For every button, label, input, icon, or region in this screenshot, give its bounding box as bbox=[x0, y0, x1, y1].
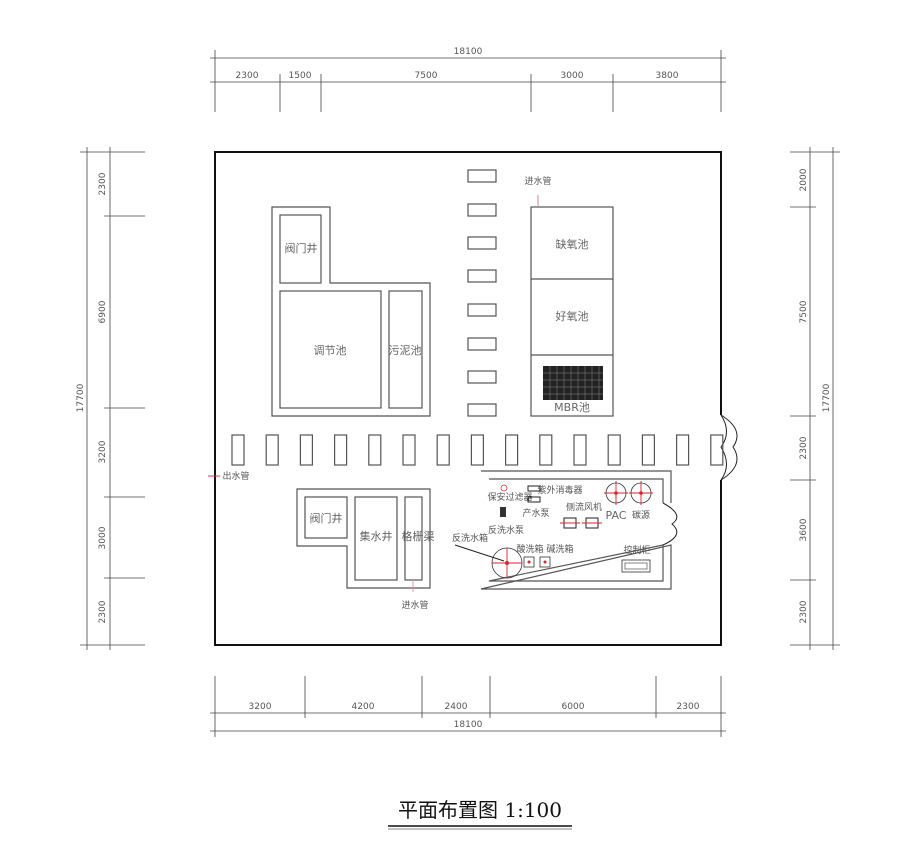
acid-tank-label: 酸洗箱 bbox=[516, 543, 543, 555]
top-dim: 2300 bbox=[236, 71, 259, 81]
small-rect bbox=[402, 434, 416, 466]
left-dim: 2300 bbox=[98, 600, 108, 623]
small-rect bbox=[573, 434, 587, 466]
right-total-dim: 17700 bbox=[822, 383, 832, 412]
small-rect bbox=[607, 434, 621, 466]
valve-well-1-label: 阀门井 bbox=[285, 241, 318, 255]
small-rect bbox=[641, 434, 656, 466]
small-rect bbox=[675, 434, 690, 466]
bottom-dim: 3200 bbox=[249, 702, 272, 712]
backwash-tank bbox=[454, 544, 523, 579]
small-rect bbox=[368, 434, 382, 466]
bottom-dim: 6000 bbox=[562, 702, 585, 712]
bottom-dim: 4200 bbox=[352, 702, 375, 712]
site-boundary bbox=[214, 151, 722, 646]
equipment-room: 保安过滤器 紫外消毒器 产水泵 反洗水泵 侧流风机 PAC 碳源 反洗水箱 bbox=[452, 470, 678, 590]
top-dim: 3800 bbox=[656, 71, 679, 81]
carbon-source-label: 碳源 bbox=[632, 509, 650, 521]
small-rect-row bbox=[231, 434, 724, 466]
collection-building: 阀门井 集水井 格栅渠 进水管 bbox=[296, 488, 435, 611]
sludge-tank bbox=[388, 290, 423, 409]
small-rect bbox=[710, 434, 724, 466]
top-total-dim: 18100 bbox=[454, 47, 483, 57]
mbr-building: 进水管 缺氧池 好氧池 MBR池 bbox=[524, 175, 614, 417]
right-dim: 7500 bbox=[799, 300, 809, 323]
left-dim: 3200 bbox=[98, 440, 108, 463]
backwash-tank-label: 反洗水箱 bbox=[452, 532, 488, 544]
alkali-tank-label: 碱洗箱 bbox=[546, 543, 573, 555]
membrane-module bbox=[543, 366, 603, 400]
right-dimensions: 2000 7500 2300 3600 2300 17700 bbox=[790, 147, 840, 650]
anoxic-tank-label: 缺氧池 bbox=[556, 237, 589, 251]
right-dim: 2000 bbox=[799, 168, 809, 191]
small-rect bbox=[436, 434, 450, 466]
grid-channel-label: 格栅渠 bbox=[402, 529, 435, 543]
left-dimensions: 2300 6900 3200 3000 2300 17700 bbox=[76, 147, 145, 650]
blower-label: 侧流风机 bbox=[566, 501, 602, 513]
small-rect bbox=[470, 434, 484, 466]
product-pump-label: 产水泵 bbox=[522, 507, 549, 519]
top-dim: 7500 bbox=[415, 71, 438, 81]
control-cabinet bbox=[621, 559, 651, 573]
pac-tank bbox=[604, 481, 628, 505]
small-rect-column bbox=[467, 169, 497, 417]
aerobic-tank-label: 好氧池 bbox=[556, 309, 589, 323]
small-rect bbox=[505, 434, 519, 466]
small-rect bbox=[231, 434, 245, 466]
regulating-building: 阀门井 调节池 污泥池 bbox=[271, 206, 431, 417]
bottom-dim: 2300 bbox=[677, 702, 700, 712]
small-rect bbox=[265, 434, 279, 466]
control-cabinet-label: 控制柜 bbox=[623, 544, 650, 556]
outlet-pipe-label: 出水管 bbox=[222, 470, 249, 482]
small-rect bbox=[539, 434, 553, 466]
bottom-dimensions: 3200 4200 2400 6000 2300 18100 bbox=[210, 676, 726, 737]
regulating-tank bbox=[279, 290, 382, 409]
left-dim: 3000 bbox=[98, 526, 108, 549]
backwash-pump-label: 反洗水泵 bbox=[488, 524, 524, 536]
sludge-tank-label: 污泥池 bbox=[389, 344, 422, 357]
left-dim: 2300 bbox=[98, 172, 108, 195]
top-dim: 3000 bbox=[561, 71, 584, 81]
small-rect bbox=[299, 434, 313, 466]
right-dim: 2300 bbox=[799, 436, 809, 459]
bottom-dim: 2400 bbox=[445, 702, 468, 712]
left-total-dim: 17700 bbox=[76, 383, 86, 412]
collection-well-label: 集水井 bbox=[360, 529, 393, 543]
left-dim: 6900 bbox=[98, 300, 108, 323]
top-dim: 1500 bbox=[289, 71, 312, 81]
security-filter-label: 保安过滤器 bbox=[487, 491, 532, 503]
gate-arc bbox=[720, 414, 738, 481]
uv-disinfector-label: 紫外消毒器 bbox=[537, 484, 582, 496]
bottom-total-dim: 18100 bbox=[454, 720, 483, 730]
right-dim: 3600 bbox=[799, 518, 809, 541]
valve-well-1 bbox=[279, 214, 322, 284]
drawing-title: 平面布置图 1:100 bbox=[398, 798, 562, 822]
inlet-pipe-bottom-label: 进水管 bbox=[401, 599, 428, 611]
right-dim: 2300 bbox=[799, 600, 809, 623]
mbr-tank-label: MBR池 bbox=[554, 401, 590, 414]
carbon-source-tank bbox=[629, 481, 653, 505]
pac-label: PAC bbox=[606, 509, 627, 522]
regulating-tank-label: 调节池 bbox=[314, 344, 347, 357]
inlet-pipe-top-label: 进水管 bbox=[524, 175, 551, 187]
valve-well-2-label: 阀门井 bbox=[310, 511, 343, 525]
small-rect bbox=[334, 434, 348, 466]
top-dimensions: 18100 2300 1500 7500 3000 3800 bbox=[210, 47, 726, 112]
